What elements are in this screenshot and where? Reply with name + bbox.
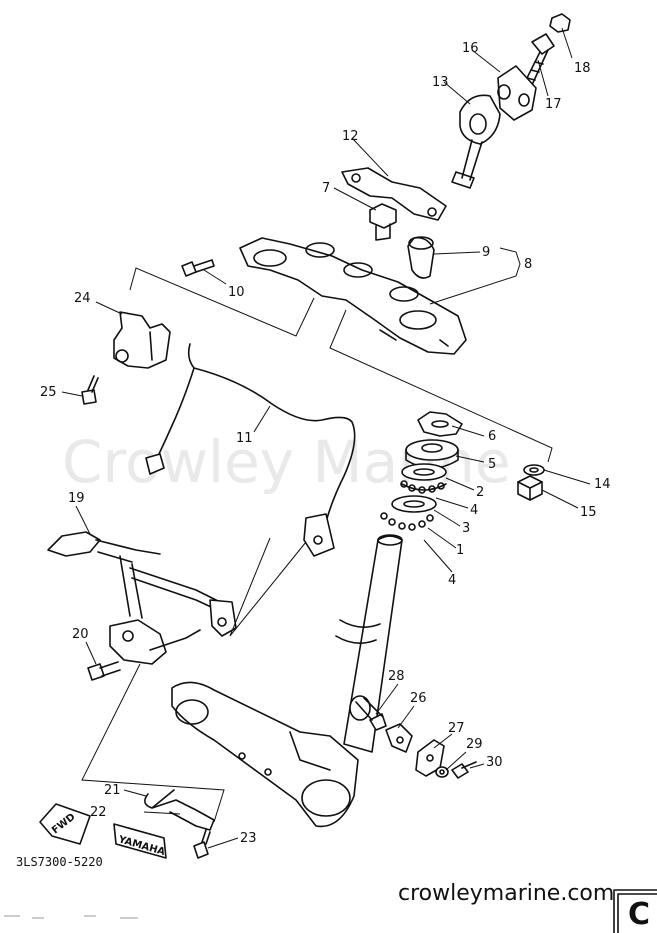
callout-18: 18 xyxy=(574,61,591,76)
holder-cap-part xyxy=(497,65,537,121)
handlebar-part xyxy=(47,531,237,637)
callout-13: 13 xyxy=(432,75,449,90)
site-footer: crowleymarine.com xyxy=(398,881,614,906)
callout-7: 7 xyxy=(322,181,330,196)
yamaha-emblem-part: YAMAHA xyxy=(113,823,167,859)
callout-4-lower: 4 xyxy=(448,573,456,588)
small-washer-part xyxy=(435,766,449,778)
assembly-guide-lines xyxy=(81,267,553,823)
upper-bracket-part xyxy=(239,237,467,355)
callout-28: 28 xyxy=(388,669,405,684)
callout-5: 5 xyxy=(488,457,496,472)
lock-washer-part xyxy=(417,411,463,437)
scan-noise xyxy=(4,915,138,919)
callout-26: 26 xyxy=(410,691,427,706)
callout-19: 19 xyxy=(68,491,85,506)
page-letter-box: C xyxy=(613,889,657,933)
collar-part xyxy=(407,236,435,279)
callout-24: 24 xyxy=(74,291,91,306)
callout-30: 30 xyxy=(486,755,503,770)
lower-bearing-part xyxy=(380,512,434,531)
callout-1: 1 xyxy=(456,543,464,558)
callout-3: 3 xyxy=(462,521,470,536)
fwd-arrow-part: FWD xyxy=(39,803,91,845)
callout-16: 16 xyxy=(462,41,479,56)
callout-14: 14 xyxy=(594,477,611,492)
nut-part xyxy=(517,475,543,501)
callout-27: 27 xyxy=(448,721,465,736)
callout-21: 21 xyxy=(104,783,121,798)
callout-12: 12 xyxy=(342,129,359,144)
callout-23: 23 xyxy=(240,831,257,846)
switch-part xyxy=(385,723,413,753)
callout-11: 11 xyxy=(236,431,253,446)
callout-15: 15 xyxy=(580,505,597,520)
callout-8: 8 xyxy=(524,257,532,272)
washer-part xyxy=(523,464,545,476)
bracket-bolt-part xyxy=(181,259,215,277)
emblem-screw-part xyxy=(193,829,211,859)
callout-numbers: 16 13 18 17 12 7 9 8 10 24 25 11 6 5 2 4… xyxy=(40,41,611,846)
small-screw-part xyxy=(81,375,99,405)
upper-bracket-plate-part xyxy=(341,167,447,221)
callout-29: 29 xyxy=(466,737,483,752)
cable-part xyxy=(145,343,356,557)
callout-6: 6 xyxy=(488,429,496,444)
steering-column-part xyxy=(171,534,403,828)
upper-bolt-part xyxy=(369,203,397,241)
pan-screw-part xyxy=(451,761,477,779)
handlebar-bracket-part xyxy=(87,619,201,681)
handle-holder-part xyxy=(451,94,501,189)
callout-leaders xyxy=(61,27,591,849)
cap-nut-part xyxy=(549,13,571,33)
side-bracket-part xyxy=(113,311,171,369)
callout-20: 20 xyxy=(72,627,89,642)
callout-4-upper: 4 xyxy=(470,503,478,518)
callout-17: 17 xyxy=(545,97,562,112)
callout-2: 2 xyxy=(476,485,484,500)
callout-25: 25 xyxy=(40,385,57,400)
upper-bearing-part xyxy=(391,463,447,513)
column-bolt-part xyxy=(355,697,387,731)
callout-22: 22 xyxy=(90,805,107,820)
callout-10: 10 xyxy=(228,285,245,300)
drawing-code: 3LS7300-5220 xyxy=(16,855,103,869)
page-letter: C xyxy=(628,897,650,932)
wire-clip-part xyxy=(144,789,215,831)
callout-9: 9 xyxy=(482,245,490,260)
